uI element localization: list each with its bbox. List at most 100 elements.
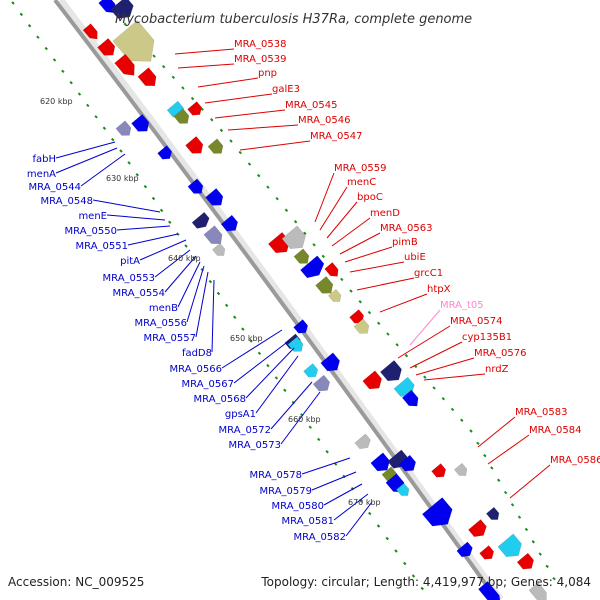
tick-dot (325, 450, 329, 454)
gene-feature (320, 352, 340, 372)
tick-dot (316, 437, 321, 442)
leader-line (314, 172, 335, 223)
gene-label-left: MRA_0551 (76, 241, 128, 252)
tick-dot (238, 150, 242, 155)
leader-line (233, 339, 291, 384)
gene-feature (203, 225, 223, 245)
tick-dot (274, 376, 279, 380)
gene-feature (395, 482, 410, 496)
gene-label-right: cyp135B1 (462, 332, 512, 343)
tick-dot (11, 1, 15, 5)
leader-line (127, 233, 179, 246)
gene-feature (98, 0, 116, 14)
gene-label-right: menC (347, 177, 376, 188)
gene-label-left: MRA_0573 (229, 440, 281, 451)
leader-line (356, 277, 415, 291)
leader-line (139, 239, 187, 261)
leader-line (221, 329, 283, 369)
tick-dot (159, 208, 164, 213)
gene-label-right: grcC1 (414, 268, 443, 279)
gene-feature (431, 463, 447, 478)
gene-feature (300, 255, 325, 279)
label-leader-lines (55, 48, 551, 537)
gene-label-left: MRA_0580 (272, 501, 324, 512)
gene-label-left: MRA_0581 (282, 516, 334, 527)
tick-dot (395, 343, 399, 347)
gene-label-right: MRA_0574 (450, 316, 502, 327)
leader-line (197, 77, 259, 88)
leader-line (331, 217, 371, 247)
kbp-tick-label: 620 kbp (40, 97, 73, 106)
gene-feature (478, 581, 502, 600)
accession-text: Accession: NC_009525 (8, 575, 144, 589)
tick-dot (476, 441, 480, 446)
tick-dot (275, 196, 279, 201)
tick-dot (171, 75, 176, 80)
tick-dot (44, 46, 48, 51)
tick-dot (503, 490, 508, 495)
leader-line (177, 261, 201, 308)
gene-label-right: MRA_0563 (380, 223, 432, 234)
tick-dot (233, 315, 237, 319)
gene-feature (115, 120, 132, 136)
gene-label-left: menB (149, 303, 178, 314)
tick-dot (266, 363, 270, 368)
gene-label-left: MRA_0554 (113, 288, 165, 299)
kbp-tick-label: 640 kbp (168, 254, 201, 263)
gene-label-left: MRA_0579 (260, 486, 312, 497)
gene-feature (398, 454, 416, 472)
gene-feature (110, 0, 134, 19)
leader-line (319, 186, 348, 231)
gene-feature (131, 114, 150, 132)
genome-summary-text: Topology: circular; Length: 4,419,977 bp… (260, 575, 591, 589)
gene-labels: MRA_0538MRA_0539pnpgalE3MRA_0545MRA_0546… (27, 39, 600, 543)
tick-dot (510, 503, 515, 507)
tick-dot (517, 515, 522, 519)
tick-dot (368, 511, 372, 516)
tick-dot (394, 549, 398, 553)
tick-dot (284, 208, 289, 212)
gene-feature (303, 363, 319, 378)
gene-feature (497, 533, 522, 557)
tick-dot (151, 196, 156, 201)
gene-feature (137, 67, 157, 87)
tick-dot (376, 321, 381, 326)
tick-dot (86, 103, 90, 108)
leader-line (301, 457, 351, 475)
gene-label-right: MRA_0576 (474, 348, 526, 359)
gene-label-left: MRA_0568 (194, 394, 246, 405)
gene-feature (456, 541, 473, 558)
tick-dot (367, 310, 372, 315)
leader-line (255, 355, 299, 414)
gene-label-right: MRA_0538 (234, 39, 286, 50)
leader-line (311, 471, 357, 491)
tick-dot (210, 118, 214, 122)
leader-line (270, 381, 313, 430)
kbp-tick-label: 650 kbp (230, 334, 263, 343)
gene-label-right: menD (370, 208, 400, 219)
gene-label-left: MRA_0582 (294, 532, 346, 543)
gene-feature (97, 38, 116, 56)
tick-dot (293, 220, 298, 224)
gene-label-right: MRA_0546 (298, 115, 350, 126)
gene-feature (479, 545, 495, 560)
gene-label-left: MRA_0557 (144, 333, 196, 344)
leader-line (214, 109, 286, 119)
tick-dot (247, 162, 252, 166)
tick-dot (411, 574, 416, 578)
gene-feature (191, 211, 210, 229)
tick-dot (152, 54, 156, 58)
tick-dot (102, 126, 107, 130)
gene-label-left: gpsA1 (225, 409, 256, 420)
gene-label-left: pitA (120, 256, 140, 267)
tick-dot (376, 524, 381, 528)
gene-label-left: menE (78, 211, 107, 222)
leader-line (409, 341, 463, 369)
tick-dot (483, 453, 487, 458)
gene-label-left: menA (27, 169, 56, 180)
tick-dot (135, 173, 139, 177)
leader-line (345, 501, 373, 537)
gene-feature (453, 462, 468, 476)
